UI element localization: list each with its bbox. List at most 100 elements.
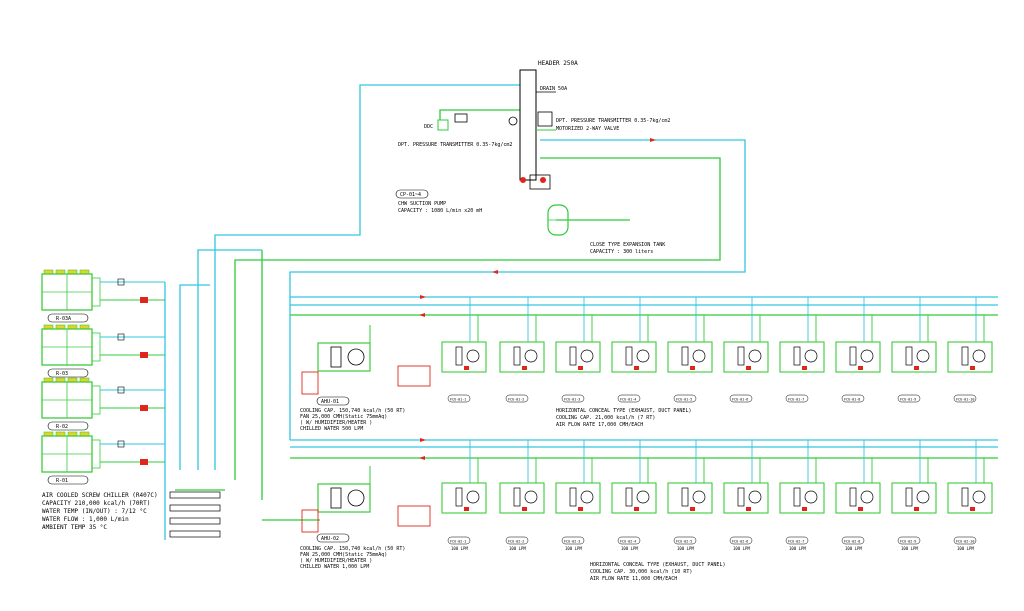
fcu-flow: 100 LPM (957, 546, 974, 551)
fcu-unit: FCU-02-1 100 LPM (441, 440, 487, 551)
fcu-unit: FCU-01-1 (441, 297, 487, 403)
chiller-unit: R-03 (41, 324, 165, 378)
ahu-01-note-3: ( W/ HUMIDIFIER/HEATER ) (300, 420, 372, 426)
ahu-02-note-3: ( W/ HUMIDIFIER/HEATER ) (300, 558, 372, 564)
fcu-flow: 100 LPM (677, 546, 694, 551)
ahu-02-tag: AHU-02 (321, 536, 339, 542)
fcu-tag-bubble (953, 394, 977, 403)
pump-tag: CP-01~4 (400, 192, 421, 198)
fcu-tag-bubble (673, 394, 697, 403)
fcu-tag-bubble (841, 536, 865, 545)
chiller-spec-3: WATER TEMP (IN/OUT) : 7/12 °C (42, 508, 147, 515)
ahu-01-note-2: FAN 25,000 CMH(Static 75mmAq) (300, 414, 387, 420)
fcu-unit: FCU-01-7 (779, 297, 825, 403)
upper-fcu-note-1: HORIZONTAL CONCEAL TYPE (EXHAUST, DUCT P… (556, 408, 691, 414)
header-title: HEADER 250A (538, 60, 578, 67)
fcu-unit: FCU-01-3 (555, 297, 601, 403)
tank-line-1: CLOSE TYPE EXPANSION TANK (590, 242, 665, 248)
fcu-tag: FCU-01-1 (450, 398, 466, 402)
chiller-unit: R-02 (41, 377, 165, 431)
fcu-unit: FCU-02-10 100 LPM (947, 440, 993, 551)
fcu-flow: 100 LPM (621, 546, 638, 551)
ddc-label: DDC (424, 124, 433, 130)
fcu-tag: FCU-01-9 (900, 398, 916, 402)
fcu-flow: 100 LPM (509, 546, 526, 551)
fcu-flow: 100 LPM (789, 546, 806, 551)
lower-fcu-note-1: HORIZONTAL CONCEAL TYPE (EXHAUST, DUCT P… (590, 562, 725, 568)
fcu-tag: FCU-02-4 (620, 540, 636, 544)
chiller-tag-bubble (47, 313, 89, 323)
fcu-tag: FCU-01-2 (508, 398, 524, 402)
fcu-tag-bubble (673, 536, 697, 545)
fcu-tag: FCU-01-10 (956, 398, 974, 402)
upper-fcu-note-3: AIR FLOW RATE 17,000 CMH/EACH (556, 422, 643, 428)
fcu-tag-bubble (953, 536, 977, 545)
fcu-tag: FCU-02-10 (956, 540, 974, 544)
fcu-unit: FCU-02-9 100 LPM (891, 440, 937, 551)
chiller-tag-bubble (47, 368, 89, 378)
fcu-tag-bubble (785, 394, 809, 403)
chiller-tag: R-03A (56, 316, 71, 322)
fcu-tag: FCU-01-6 (732, 398, 748, 402)
main-return-lines (175, 109, 998, 521)
fcu-tag-bubble (447, 394, 471, 403)
fcu-unit: FCU-01-10 (947, 297, 993, 403)
chiller-tag-bubble (47, 421, 89, 431)
fcu-tag: FCU-02-7 (788, 540, 804, 544)
upper-fcu-note-2: COOLING CAP. 21,000 kcal/h (7 RT) (556, 415, 655, 421)
dpt-left-label: DPT. PRESSURE TRANSMITTER 0.35-7kg/cm2 (398, 142, 512, 148)
chiller-tag: R-02 (56, 424, 68, 430)
ahu-02-note-2: FAN 25,000 CMH(Static 75mmAq) (300, 552, 387, 558)
fcu-unit: FCU-02-7 100 LPM (779, 440, 825, 551)
fcu-tag: FCU-02-2 (508, 540, 524, 544)
fcu-unit: FCU-02-2 100 LPM (499, 440, 545, 551)
ahu-02-note-1: COOLING CAP. 150,740 kcal/h (50 RT) (300, 546, 405, 552)
drain-label: DRAIN 50A (540, 86, 567, 92)
chiller-spec-2: CAPACITY 210,000 kcal/h (70RT) (42, 500, 150, 507)
fcu-flow: 100 LPM (451, 546, 468, 551)
chiller-tag: R-01 (56, 478, 68, 484)
fcu-tag: FCU-01-5 (676, 398, 692, 402)
fcu-tag: FCU-01-7 (788, 398, 804, 402)
fcu-tag-bubble (505, 536, 529, 545)
dpt-right-label: DPT. PRESSURE TRANSMITTER 0.35-7kg/cm2 (556, 118, 670, 124)
fcu-unit: FCU-01-5 (667, 297, 713, 403)
header-assembly (437, 69, 556, 190)
fcu-unit: FCU-02-4 100 LPM (611, 440, 657, 551)
chiller-unit: R-03A (41, 269, 165, 323)
fcu-unit: FCU-01-9 (891, 297, 937, 403)
fcu-tag-bubble (617, 394, 641, 403)
chiller-tag: R-03 (56, 371, 68, 377)
fcu-unit: FCU-01-4 (611, 297, 657, 403)
fcu-flow: 100 LPM (901, 546, 918, 551)
fcu-tag: FCU-02-9 (900, 540, 916, 544)
fcu-tag-bubble (897, 536, 921, 545)
tank-line-2: CAPACITY : 300 liters (590, 249, 653, 255)
expansion-tank (547, 204, 569, 236)
pump-line-1: CHW SUCTION PUMP (398, 201, 446, 207)
fcu-flow: 100 LPM (565, 546, 582, 551)
fcu-tag: FCU-02-1 (450, 540, 466, 544)
chiller-pump-bank (169, 491, 221, 538)
main-supply-lines (164, 84, 998, 540)
fcu-tag-bubble (617, 536, 641, 545)
chiller-tag-bubble (47, 475, 89, 485)
ahu-01-note-1: COOLING CAP. 150,740 kcal/h (50 RT) (300, 408, 405, 414)
ahu-02-note-4: CHILLED WATER 1,000 LPM (300, 564, 369, 570)
fcu-tag-bubble (505, 394, 529, 403)
fcu-tag-bubble (729, 394, 753, 403)
lower-fcu-note-2: COOLING CAP. 30,000 kcal/h (10 RT) (590, 569, 692, 575)
fcu-tag-bubble (561, 394, 585, 403)
fcu-tag-bubble (729, 536, 753, 545)
lower-fcu-note-3: AIR FLOW RATE 11,000 CMH/EACH (590, 576, 677, 582)
ahu-01-tag: AHU-01 (321, 399, 339, 405)
fcu-tag-bubble (561, 536, 585, 545)
fcu-unit: FCU-01-8 (835, 297, 881, 403)
fcu-tag: FCU-02-8 (844, 540, 860, 544)
chiller-spec-1: AIR COOLED SCREW CHILLER (R407C) (42, 492, 158, 499)
